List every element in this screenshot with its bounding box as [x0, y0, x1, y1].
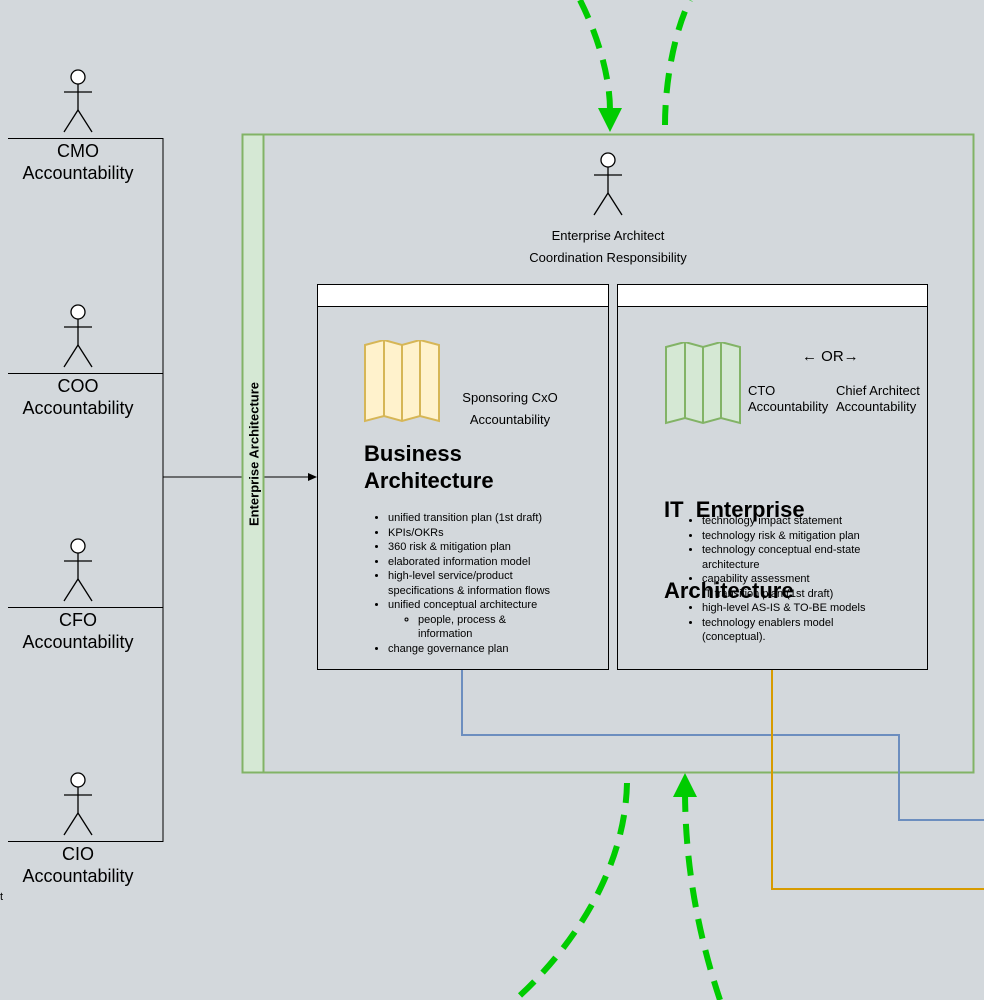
list-item: technology risk & mitigation plan	[702, 529, 874, 544]
actor-role: CIO	[61, 844, 94, 864]
list-item: technology impact statement	[702, 514, 874, 529]
swimlane-label-text: Enterprise Architecture	[246, 381, 261, 527]
list-item: KPIs/OKRs	[388, 526, 570, 541]
cto-label: CTO Accountability	[748, 383, 828, 415]
it-deliverables: technology impact statement technology r…	[684, 514, 874, 645]
stick-figure-icon	[63, 538, 93, 602]
list-item: high-level service/product specification…	[388, 569, 570, 598]
list-item: capability assessment	[702, 572, 874, 587]
actor-label-cio: CIO Accountability	[8, 843, 148, 887]
title-line: Architecture	[364, 468, 494, 493]
edge-text-fragment: t	[0, 891, 4, 903]
cto-accountability: Accountability	[748, 399, 829, 414]
blue-connector-line	[461, 669, 984, 821]
dashed-arrowhead-bottom	[673, 773, 697, 797]
dashed-arrow-in-bottom	[682, 789, 723, 1000]
dashed-flow-arrows	[513, 0, 723, 1000]
actor-label-cfo: CFO Accountability	[8, 609, 148, 653]
title-line: Business	[364, 441, 462, 466]
list-item: 360 risk & mitigation plan	[388, 540, 570, 555]
stick-figure-icon	[63, 772, 93, 836]
list-item: IT transition plan (1st draft)	[702, 587, 874, 602]
dashed-arrow-out-top	[662, 0, 693, 126]
title-line: Architecture	[664, 578, 794, 603]
folded-map-icon	[364, 340, 440, 423]
list-item: elaborated information model	[388, 555, 570, 570]
actor-role: CFO	[59, 610, 97, 630]
dashed-arrow-in-top	[577, 0, 613, 111]
orange-connector-line	[771, 669, 984, 890]
chief-architect-label: Chief Architect Accountability	[836, 383, 920, 415]
business-architecture-title: Business Architecture	[364, 440, 494, 494]
dashed-arrow-out-bottom	[513, 782, 630, 1000]
chief-architect-role: Chief Architect	[836, 383, 920, 398]
folded-map-icon	[665, 342, 741, 425]
panel-header	[618, 285, 927, 307]
actor-role: COO	[57, 376, 99, 396]
accountability-connectors	[8, 138, 317, 842]
actor-accountability: Accountability	[22, 632, 134, 652]
title-line: IT Enterprise	[664, 497, 805, 522]
actor-accountability: Accountability	[22, 398, 134, 418]
stick-figure-icon	[63, 69, 93, 133]
swimlane-label: Enterprise Architecture	[243, 135, 264, 773]
chief-architect-accountability: Accountability	[836, 399, 917, 414]
list-item: technology conceptual end-state architec…	[702, 543, 874, 572]
list-item: unified transition plan (1st draft)	[388, 511, 570, 526]
business-deliverables: unified transition plan (1st draft) KPIs…	[370, 511, 570, 656]
list-item: high-level AS-IS & TO-BE models	[702, 601, 874, 616]
actor-role: CMO	[57, 141, 99, 161]
it-architecture-title: IT Enterprise Architecture	[664, 442, 805, 658]
list-item: change governance plan	[388, 642, 570, 657]
enterprise-architect-label: Enterprise Architect Coordination Respon…	[468, 225, 748, 269]
stick-figure-icon	[63, 304, 93, 368]
it-enterprise-architecture-panel: ← OR→ CTO Accountability Chief Architect…	[617, 284, 928, 670]
list-item: technology enablers model (conceptual).	[702, 616, 874, 645]
business-architecture-panel: Sponsoring CxO Accountability Business A…	[317, 284, 609, 670]
swimlane-header	[241, 133, 265, 774]
sponsor-label: Sponsoring CxO Accountability	[450, 387, 570, 431]
architect-role: Enterprise Architect	[551, 228, 665, 243]
sponsor-role: Sponsoring CxO	[462, 390, 558, 405]
stick-figure-icon	[593, 152, 623, 216]
sub-list-item: people, process & information	[418, 613, 528, 642]
cto-role: CTO	[748, 383, 776, 398]
panel-header	[318, 285, 608, 307]
actor-accountability: Accountability	[22, 866, 134, 886]
or-label: ← OR→	[802, 348, 859, 365]
architect-responsibility: Coordination Responsibility	[529, 250, 687, 265]
list-item: unified conceptual architecture people, …	[388, 598, 570, 642]
actor-label-coo: COO Accountability	[8, 375, 148, 419]
actor-label-cmo: CMO Accountability	[8, 140, 148, 184]
sponsor-accountability: Accountability	[469, 412, 551, 427]
list-item-text: unified conceptual architecture	[388, 599, 538, 611]
actor-accountability: Accountability	[22, 163, 134, 183]
dashed-arrowhead-top	[598, 108, 622, 132]
